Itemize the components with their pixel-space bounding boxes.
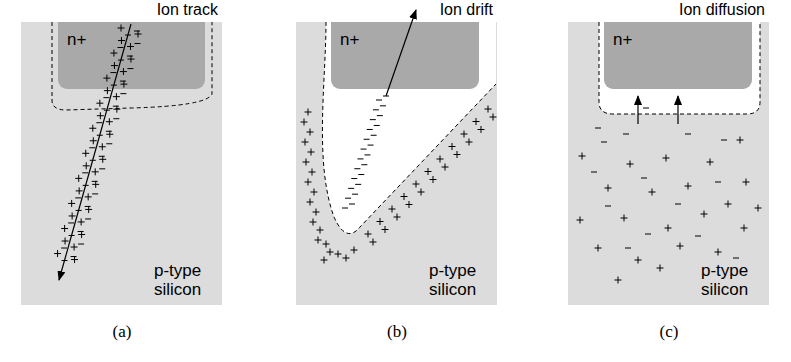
n-plus-region: n+: [604, 22, 752, 89]
material-label: p-type silicon: [154, 261, 216, 299]
ion-track: [54, 24, 141, 280]
panel-caption: (c): [660, 322, 679, 342]
depletion-c: [599, 22, 760, 114]
silicon-panel: Ion driftp-type siliconn+: [296, 22, 497, 305]
material-label: p-type silicon: [429, 261, 491, 299]
region-label: n+: [613, 30, 632, 50]
panel-title: Ion track: [157, 0, 218, 20]
depletion-a: [52, 22, 212, 110]
ion-diffusion: [577, 96, 762, 284]
material-label: p-type silicon: [701, 261, 763, 299]
region-label: n+: [340, 30, 359, 50]
panel-caption: (a): [113, 322, 132, 342]
n-plus-region: n+: [58, 22, 205, 89]
panel-caption: (b): [387, 322, 407, 342]
silicon-panel: Ion diffusionp-type siliconn+: [568, 22, 769, 305]
region-label: n+: [67, 30, 86, 50]
silicon-panel: Ion trackp-type siliconn+: [21, 22, 222, 305]
panel-title: Ion diffusion: [679, 0, 765, 20]
depletion-b: [322, 22, 496, 234]
panel-title: Ion drift: [440, 0, 493, 20]
n-plus-region: n+: [331, 22, 479, 89]
ion-drift: [301, 10, 497, 264]
